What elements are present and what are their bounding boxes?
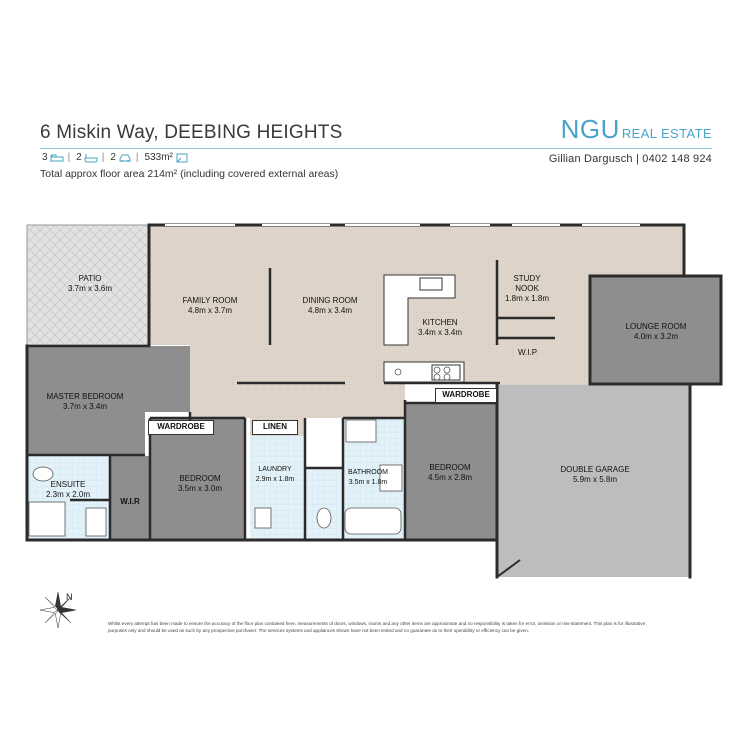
property-address: 6 Miskin Way, DEEBING HEIGHTS [40,122,343,143]
vanity-bath [379,464,403,492]
brand-sub: REAL ESTATE [621,126,712,141]
laundry-tub [254,507,272,529]
car-icon [118,153,132,163]
baths-count: 2 [76,152,82,163]
bed-icon [50,153,64,163]
ensuite-shower [28,501,66,537]
toilet-main [316,507,332,529]
bath-icon [84,153,98,163]
wip-label: W.I.P [517,348,538,357]
wir-floor [110,456,150,540]
property-stats: 3 | 2 | 2 | 533m² [40,152,189,163]
land-icon [175,153,189,163]
hall-floor [190,383,405,418]
master-floor [27,346,190,455]
lounge-wall [588,274,723,386]
wardrobe-tag-1: WARDROBE [148,420,214,435]
toilet-floor [305,468,343,540]
sink [419,277,443,291]
bathtub [344,507,402,535]
beds-count: 3 [42,152,48,163]
cars-count: 2 [110,152,116,163]
kitchen-bench-l [383,274,456,346]
shower-bath [345,419,377,443]
floor-area-note: Total approx floor area 214m² (including… [40,168,339,180]
garage-floor [497,385,690,577]
land-size: 533m² [144,152,173,163]
compass-north-label: N [66,592,73,602]
brand-main: NGU [560,114,620,144]
agent-contact: Gillian Dargusch | 0402 148 924 [548,153,712,165]
lounge-floor [590,276,721,384]
compass-rose-icon: N [36,588,80,632]
wardrobe-tag-2: WARDROBE [435,388,497,403]
bedroom3-floor [405,404,497,540]
wir-label: W.I.R [120,497,140,506]
bedroom2-floor [150,418,245,540]
disclaimer-text: Whilst every attempt has been made to en… [108,621,646,633]
header-divider [40,148,712,149]
ensuite-vanity [85,507,107,537]
linen-tag: LINEN [252,420,298,435]
ensuite-toilet [32,466,54,482]
garage-wall [495,383,692,579]
